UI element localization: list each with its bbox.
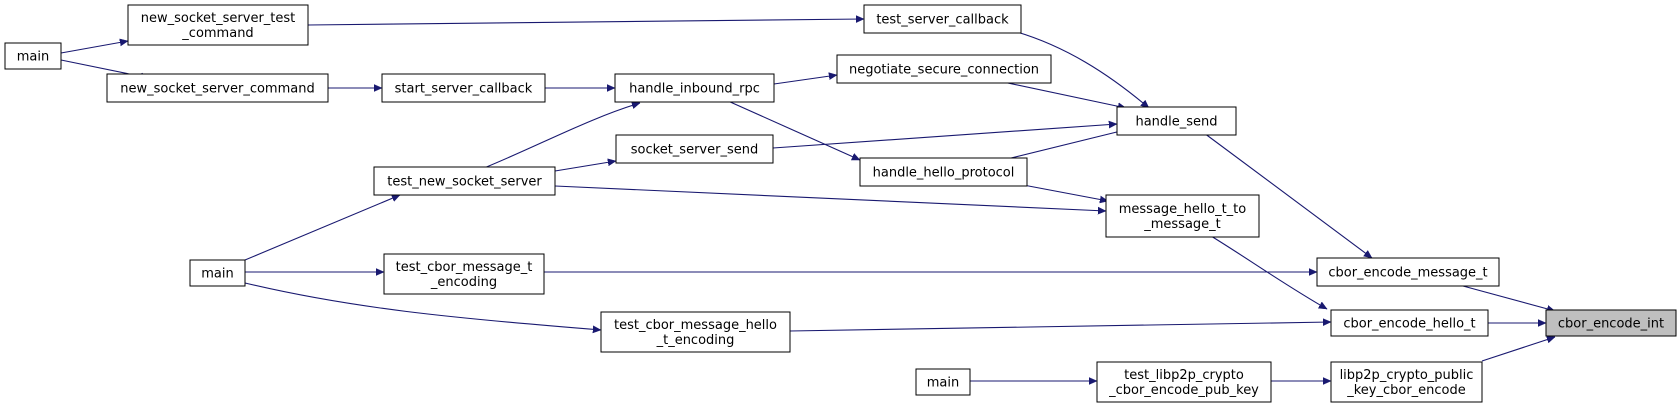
node-label: _message_t	[1143, 217, 1221, 232]
edge-libp2p_crypto_public_key_cbor_encode-to-cbor_encode_int	[1481, 337, 1555, 362]
edge-handle_inbound_rpc-to-handle_hello_protocol	[727, 100, 860, 161]
node-label: _command	[181, 26, 253, 41]
node-label: _encoding	[430, 275, 497, 290]
node-new-socket-server-command[interactable]: new_socket_server_command	[106, 73, 329, 103]
node-libp2p-crypto-public-key-cbor-encode[interactable]: libp2p_crypto_public_key_cbor_encode	[1330, 361, 1483, 403]
edge-socket_server_send-to-handle_send	[772, 124, 1117, 149]
node-box	[127, 4, 309, 46]
node-test-cbor-message-hello-t-encoding[interactable]: test_cbor_message_hello_t_encoding	[600, 311, 791, 353]
edge-handle_hello_protocol-to-message_hello_t_to_message_t	[1017, 183, 1108, 201]
edge-main_middle-to-test_new_socket_server	[244, 194, 400, 261]
node-box	[863, 4, 1022, 34]
node-test-libp2p-crypto-cbor-encode-pub-key[interactable]: test_libp2p_crypto_cbor_encode_pub_key	[1096, 361, 1272, 403]
edge-negotiate_secure_connection-to-handle_send	[1002, 81, 1126, 108]
node-box	[1330, 309, 1489, 337]
node-new-socket-server-test-command[interactable]: new_socket_server_test_command	[127, 4, 309, 46]
edge-test_new_socket_server-to-socket_server_send	[554, 161, 616, 172]
edge-test_new_socket_server-to-handle_inbound_rpc	[483, 103, 640, 169]
node-label: new_socket_server_test	[141, 11, 296, 26]
node-box	[381, 73, 546, 103]
node-box	[1105, 194, 1260, 238]
node-test-cbor-message-t-encoding[interactable]: test_cbor_message_t_encoding	[383, 253, 545, 295]
node-label: libp2p_crypto_public	[1340, 368, 1474, 383]
node-box	[614, 73, 775, 103]
node-main-middle[interactable]: main	[189, 259, 246, 287]
node-cbor-encode-int[interactable]: cbor_encode_int	[1545, 309, 1677, 337]
node-label: cbor_encode_message_t	[1328, 266, 1487, 281]
node-label: start_server_callback	[395, 82, 533, 97]
edge-handle_send-to-cbor_encode_message_t	[1203, 132, 1372, 259]
node-test-new-socket-server[interactable]: test_new_socket_server	[373, 166, 556, 196]
node-main-top[interactable]: main	[4, 42, 62, 70]
node-label: handle_inbound_rpc	[629, 82, 760, 97]
nodes: cbor_encode_int cbor_encode_message_tcbor…	[4, 4, 1677, 403]
edge-cbor_encode_message_t-to-cbor_encode_int	[1462, 285, 1555, 311]
node-cbor-encode-message-t[interactable]: cbor_encode_message_t	[1316, 257, 1500, 287]
node-test-server-callback[interactable]: test_server_callback	[863, 4, 1022, 34]
node-start-server-callback[interactable]: start_server_callback	[381, 73, 546, 103]
edge-main_middle-to-test_cbor_message_hello_t_encoding	[244, 282, 601, 330]
node-cbor-encode-hello-t[interactable]: cbor_encode_hello_t	[1330, 309, 1489, 337]
node-box	[600, 311, 791, 353]
node-box	[1545, 309, 1677, 337]
node-label: test_libp2p_crypto	[1124, 368, 1244, 383]
node-box	[1330, 361, 1483, 403]
node-label: cbor_encode_hello_t	[1343, 317, 1475, 332]
edge-new_socket_server_test_command-to-test_server_callback	[307, 19, 864, 26]
node-label: negotiate_secure_connection	[849, 63, 1039, 78]
edge-test_cbor_message_hello_t_encoding-to-cbor_encode_hello_t	[789, 322, 1331, 332]
node-box	[859, 157, 1028, 187]
node-label: main	[17, 50, 49, 65]
node-negotiate-secure-connection[interactable]: negotiate_secure_connection	[836, 54, 1052, 84]
node-label: handle_hello_protocol	[873, 166, 1015, 181]
edge-handle_hello_protocol-to-handle_send	[1006, 129, 1129, 160]
node-label: test_new_socket_server	[387, 175, 542, 190]
node-label: main	[201, 267, 233, 282]
edge-main_top-to-new_socket_server_test_command	[60, 41, 128, 54]
node-box	[1096, 361, 1272, 403]
node-handle-send[interactable]: handle_send	[1116, 106, 1237, 136]
node-main-bottom[interactable]: main	[915, 368, 971, 396]
node-label: new_socket_server_command	[120, 82, 314, 97]
node-box	[836, 54, 1052, 84]
node-box	[1116, 106, 1237, 136]
node-box	[106, 73, 329, 103]
node-box	[615, 134, 774, 164]
node-socket-server-send[interactable]: socket_server_send	[615, 134, 774, 164]
node-handle-inbound-rpc[interactable]: handle_inbound_rpc	[614, 73, 775, 103]
node-message-hello-t-to-message-t[interactable]: message_hello_t_to_message_t	[1105, 194, 1260, 238]
node-box	[915, 368, 971, 396]
node-label: handle_send	[1135, 115, 1217, 130]
edge-handle_inbound_rpc-to-negotiate_secure_connection	[773, 75, 837, 85]
node-label: _key_cbor_encode	[1346, 383, 1466, 398]
node-label: test_cbor_message_t	[396, 260, 533, 275]
edges	[60, 19, 1555, 381]
node-label: cbor_encode_int	[1558, 317, 1664, 332]
edge-message_hello_t_to_message_t-to-cbor_encode_hello_t	[1210, 235, 1327, 310]
node-box	[383, 253, 545, 295]
node-box	[1316, 257, 1500, 287]
node-label: test_server_callback	[876, 13, 1009, 28]
edge-test_server_callback-to-handle_send	[1009, 29, 1149, 109]
node-handle-hello-protocol[interactable]: handle_hello_protocol	[859, 157, 1028, 187]
node-label: socket_server_send	[631, 143, 758, 158]
edge-test_new_socket_server-to-message_hello_t_to_message_t	[554, 185, 1106, 211]
node-box	[4, 42, 62, 70]
node-box	[373, 166, 556, 196]
node-label: _t_encoding	[656, 333, 735, 348]
node-label: message_hello_t_to	[1119, 202, 1247, 217]
node-box	[189, 259, 246, 287]
node-label: _cbor_encode_pub_key	[1108, 383, 1259, 398]
node-label: main	[927, 376, 959, 391]
node-label: test_cbor_message_hello	[614, 318, 777, 333]
